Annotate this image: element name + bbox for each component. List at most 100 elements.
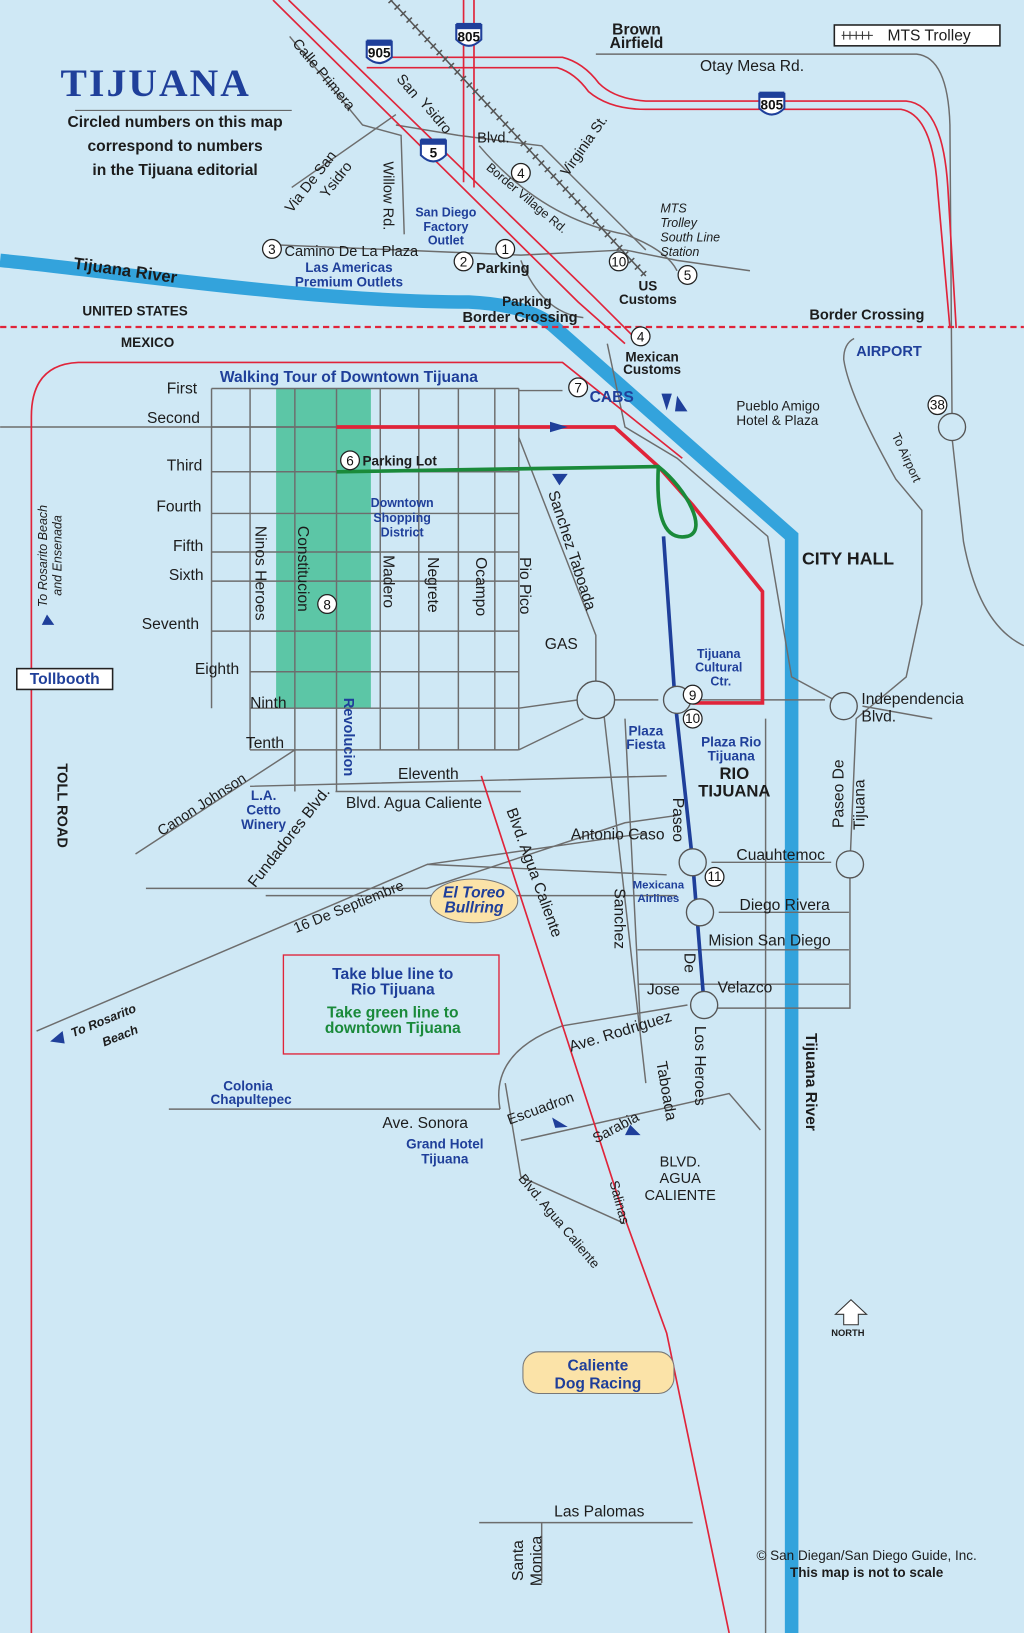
map-subtitle: Circled numbers on this map correspond t… xyxy=(68,114,283,179)
svg-text:Otay Mesa Rd.: Otay Mesa Rd. xyxy=(700,58,804,75)
svg-text:4: 4 xyxy=(517,166,525,181)
svg-text:Bullring: Bullring xyxy=(445,899,504,916)
svg-text:UNITED STATES: UNITED STATES xyxy=(82,304,187,319)
svg-text:Downtown: Downtown xyxy=(371,496,434,510)
svg-text:US: US xyxy=(639,279,658,294)
interstate-5-shield: 5 xyxy=(419,138,447,163)
svg-text:11: 11 xyxy=(708,869,722,884)
svg-text:Cuauhtemoc: Cuauhtemoc xyxy=(736,847,825,864)
svg-text:CABS: CABS xyxy=(590,389,634,406)
svg-text:Colonia: Colonia xyxy=(223,1078,273,1093)
svg-text:Las Americas: Las Americas xyxy=(305,260,392,275)
svg-text:Mexican: Mexican xyxy=(625,349,678,364)
red-walking-route xyxy=(336,425,765,705)
svg-text:Mexicana: Mexicana xyxy=(633,879,685,891)
svg-text:downtown Tijuana: downtown Tijuana xyxy=(325,1020,461,1037)
svg-text:Jose: Jose xyxy=(647,982,680,999)
tollbooth-label: Tollbooth xyxy=(16,667,114,691)
svg-text:Blvd.: Blvd. xyxy=(861,709,896,726)
svg-text:Negrete: Negrete xyxy=(424,557,441,613)
numbered-markers[interactable]: 1 2 3 4 4 5 6 7 8 9 10 10 11 38 xyxy=(261,162,948,887)
svg-text:Parking: Parking xyxy=(476,261,529,277)
svg-text:Cultural: Cultural xyxy=(695,661,742,675)
marker-6[interactable]: 6 xyxy=(340,450,361,471)
svg-text:Plaza Rio: Plaza Rio xyxy=(701,735,761,750)
interstate-905-shield: 905 xyxy=(365,39,393,65)
svg-text:Revolucion: Revolucion xyxy=(340,698,356,777)
svg-text:Sanchez: Sanchez xyxy=(611,888,628,949)
svg-text:4: 4 xyxy=(637,330,645,345)
svg-text:Brown: Brown xyxy=(612,21,661,38)
svg-text:Factory: Factory xyxy=(423,220,468,234)
legend: MTS Trolley xyxy=(833,24,1001,47)
svg-text:Grand Hotel: Grand Hotel xyxy=(406,1137,483,1152)
marker-10-rio[interactable]: 10 xyxy=(682,708,703,729)
svg-text:Customs: Customs xyxy=(623,362,681,377)
svg-text:Ave. Sonora: Ave. Sonora xyxy=(382,1115,468,1132)
svg-text:Eighth: Eighth xyxy=(195,661,239,678)
svg-text:Paseo: Paseo xyxy=(669,798,686,843)
tijuana-river xyxy=(0,253,799,1633)
blue-route xyxy=(661,536,706,1006)
svg-text:Velazco: Velazco xyxy=(718,980,773,997)
svg-text:Pueblo Amigo: Pueblo Amigo xyxy=(736,398,819,413)
svg-text:Station: Station xyxy=(660,245,699,259)
svg-text:Las Palomas: Las Palomas xyxy=(554,1503,644,1520)
svg-text:Trolley: Trolley xyxy=(660,216,697,230)
marker-5[interactable]: 5 xyxy=(677,264,698,285)
svg-text:District: District xyxy=(381,525,424,539)
svg-text:MTS Trolley: MTS Trolley xyxy=(887,28,970,45)
svg-text:Parking: Parking xyxy=(502,294,552,309)
marker-11[interactable]: 11 xyxy=(704,866,725,887)
svg-text:NORTH: NORTH xyxy=(831,1328,865,1338)
svg-text:Dog Racing: Dog Racing xyxy=(555,1375,642,1392)
svg-text:Parking Lot: Parking Lot xyxy=(363,454,438,469)
svg-text:Tijuana: Tijuana xyxy=(708,748,756,763)
walking-tour-area xyxy=(276,388,371,709)
marker-4[interactable]: 4 xyxy=(510,162,531,183)
svg-text:5: 5 xyxy=(430,145,438,160)
interstate-805-shield: 805 xyxy=(758,91,786,116)
svg-text:Border Crossing: Border Crossing xyxy=(463,310,578,326)
marker-9[interactable]: 9 xyxy=(682,684,703,705)
svg-text:10: 10 xyxy=(685,711,700,726)
trolley-track-icon xyxy=(841,31,873,40)
bullring-label: El Toreo Bullring xyxy=(429,878,519,924)
svg-text:Pio Pico: Pio Pico xyxy=(516,557,533,615)
marker-1[interactable]: 1 xyxy=(495,238,516,259)
svg-text:905: 905 xyxy=(368,45,391,60)
marker-7[interactable]: 7 xyxy=(568,377,589,398)
svg-text:Tenth: Tenth xyxy=(246,735,284,752)
svg-text:Willow Rd.: Willow Rd. xyxy=(379,161,395,230)
marker-38[interactable]: 38 xyxy=(927,395,948,416)
svg-text:TOLL ROAD: TOLL ROAD xyxy=(53,763,69,848)
svg-text:Monica: Monica xyxy=(529,1535,546,1586)
svg-text:Fiesta: Fiesta xyxy=(626,737,666,752)
svg-text:805: 805 xyxy=(761,97,784,112)
svg-text:GAS: GAS xyxy=(545,636,578,653)
svg-text:Chapultepec: Chapultepec xyxy=(211,1092,293,1107)
svg-text:Take green line to: Take green line to xyxy=(327,1005,459,1022)
svg-text:Outlet: Outlet xyxy=(428,234,464,248)
svg-text:Winery: Winery xyxy=(241,817,286,832)
marker-10[interactable]: 10 xyxy=(608,251,629,272)
marker-8[interactable]: 8 xyxy=(317,594,338,615)
svg-text:San Diego: San Diego xyxy=(415,206,476,220)
interstate-805-shield: 805 xyxy=(455,22,483,47)
marker-2[interactable]: 2 xyxy=(453,251,474,272)
caliente-dog-racing-label: Caliente Dog Racing xyxy=(522,1351,675,1394)
svg-text:Blvd.: Blvd. xyxy=(477,131,509,147)
svg-text:Customs: Customs xyxy=(619,292,677,307)
svg-text:MEXICO: MEXICO xyxy=(121,335,174,350)
svg-text:El Toreo: El Toreo xyxy=(443,885,505,902)
svg-text:L.A.: L.A. xyxy=(251,788,277,803)
svg-text:Cetto: Cetto xyxy=(246,802,281,817)
marker-4-mexico[interactable]: 4 xyxy=(630,326,651,347)
svg-text:To Rosarito Beach: To Rosarito Beach xyxy=(36,505,50,607)
marker-3[interactable]: 3 xyxy=(261,238,282,259)
blvd-agua-caliente-line xyxy=(480,775,730,1633)
svg-text:Ctr.: Ctr. xyxy=(710,674,731,688)
trolley-ticks xyxy=(387,0,649,279)
road-network xyxy=(0,35,1024,1633)
